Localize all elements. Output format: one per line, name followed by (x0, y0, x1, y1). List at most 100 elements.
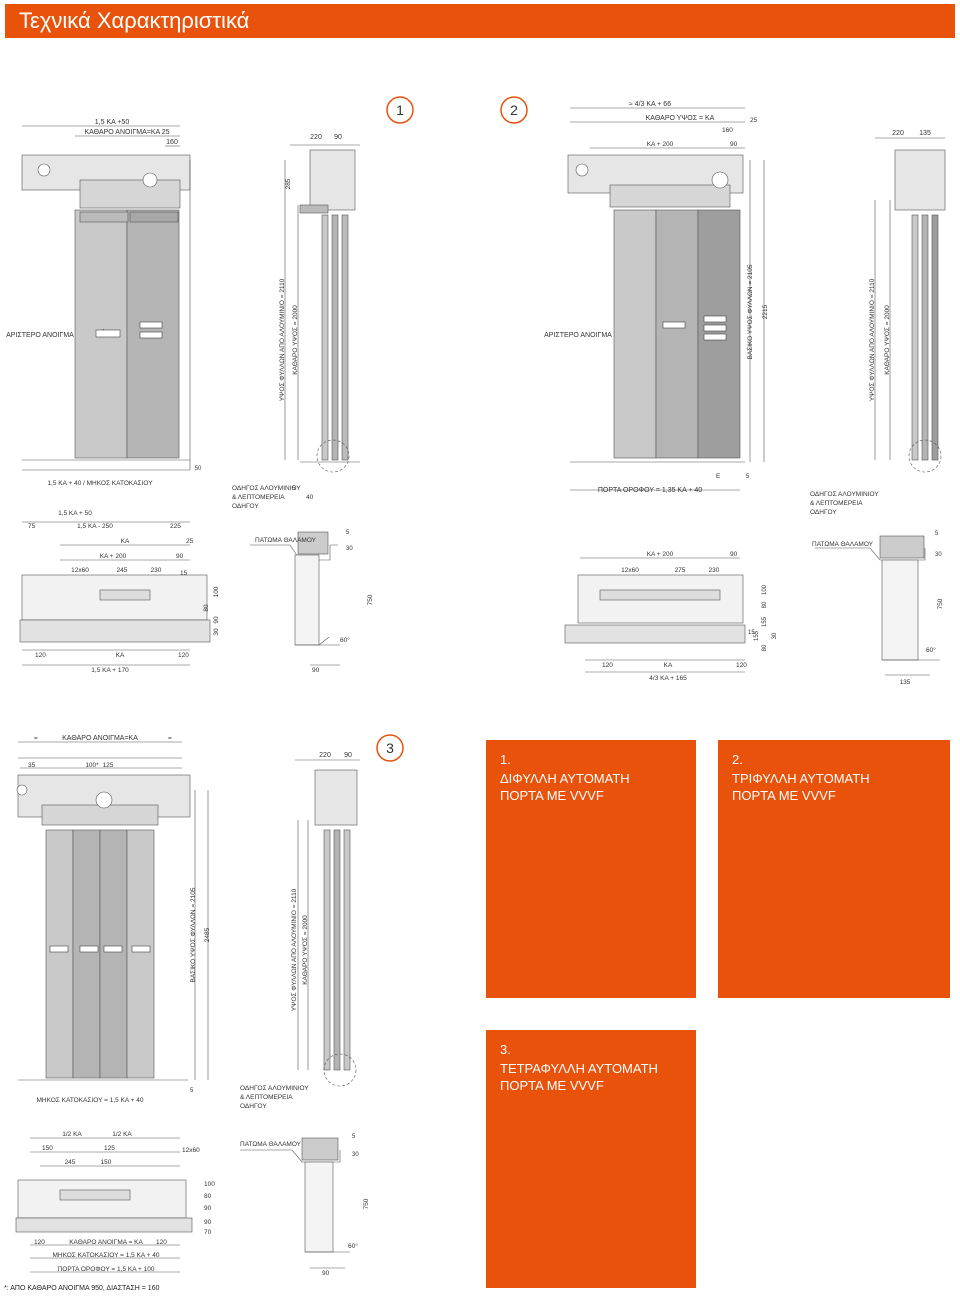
plan-2-side (815, 535, 940, 676)
d3-eq-2: = (168, 735, 172, 742)
card-3-number: 3. (500, 1042, 511, 1057)
d2-side-135: 135 (919, 130, 931, 137)
p3-len: ΜΗΚΟΣ ΚΑΤΟΚΑΣΙΟΥ = 1,5 ΚΑ + 40 (53, 1252, 160, 1259)
d3-side-220: 220 (319, 752, 331, 759)
d1-top-width: 1,5 ΚΑ +50 (95, 119, 130, 126)
p1-d225: 225 (170, 523, 181, 530)
diagram-2-side (874, 137, 946, 473)
p1-floor: ΠΑΤΩΜΑ ΘΑΛΑΜΟΥ (255, 537, 317, 544)
d1-bottom-1: 1,5 ΚΑ + 40 / ΜΗΚΟΣ ΚΑΤΟΚΑΣΙΟΥ (47, 480, 153, 487)
d3-h-clear: ΚΑΘΑΡΟ ΥΨΟΣ = 2000 (302, 915, 309, 985)
d2-clear-h: ΚΑΘΑΡΟ ΥΨΟΣ = ΚΑ (646, 115, 715, 122)
d1-left-label: ΑΡΙΣΤΕΡΟ ΑΝΟΙΓΜΑ (6, 332, 74, 339)
p3-125: 125 (104, 1145, 115, 1152)
d2-h-alu: ΥΨΟΣ ΦΥΛΛΩΝ ΑΠΟ ΑΛΟΥΜΙΝΙΟ = 2110 (869, 278, 876, 401)
p1-d15ka: 1,5 ΚΑ - 250 (77, 523, 113, 530)
p3-floor: ΠΑΤΩΜΑ ΘΑΛΑΜΟΥ (240, 1141, 302, 1148)
card-2-number: 2. (732, 752, 743, 767)
p1-ka: ΚΑ (121, 538, 130, 545)
p3-100: 100 (204, 1181, 215, 1188)
d3-h-alu: ΥΨΟΣ ΦΥΛΛΩΝ ΑΠΟ ΑΛΟΥΜΙΝΙΟ = 2110 (291, 888, 298, 1011)
page-title: Τεχνικά Χαρακτηριστικά (19, 8, 250, 33)
diagram-3-side (295, 759, 360, 1087)
p2-100: 100 (762, 584, 768, 595)
d2-top: ≈ 4/3 ΚΑ + 66 (629, 101, 671, 108)
p1-d5: 5 (346, 530, 350, 536)
d1-h-clear: ΚΑΘΑΡΟ ΥΨΟΣ = 2000 (292, 305, 299, 375)
d1-guide-2: & ΛΕΠΤΟΜΕΡΕΙΑ (232, 494, 285, 501)
p2-ka200: ΚΑ + 200 (647, 551, 674, 558)
d1-side-90: 90 (334, 134, 342, 141)
p2-120: 120 (602, 662, 613, 669)
d1-dim-285: 285 (285, 178, 292, 189)
p3-70: 70 (204, 1229, 212, 1236)
d1-guide-3: ΟΔΗΓΟΥ (232, 503, 259, 510)
d1-opening: ΚΑΘΑΡΟ ΑΝΟΙΓΜΑ=ΚΑ 25 (84, 129, 169, 136)
p1-d90: 90 (176, 553, 184, 560)
d3-guide: ΟΔΗΓΟΣ ΑΛΟΥΜΙΝΙΟΥ (240, 1085, 309, 1092)
p2-275: 275 (675, 567, 686, 574)
p3-roof: ΠΟΡΤΑ ΟΡΟΦΟΥ = 1,5 ΚΑ + 100 (58, 1266, 155, 1273)
d3-100star: 100* (85, 762, 99, 769)
diagram-1-side (284, 144, 360, 473)
p3-150: 150 (42, 1145, 53, 1152)
d2-ka200: ΚΑ + 200 (647, 141, 674, 148)
d2-left-label: ΑΡΙΣΤΕΡΟ ΑΝΟΙΓΜΑ (544, 332, 612, 339)
p1-d90c: 90 (312, 667, 320, 674)
d2-e: E (716, 473, 721, 480)
p1-245: 245 (117, 567, 128, 574)
d1-h-alu: ΥΨΟΣ ΦΥΛΛΩΝ ΑΠΟ ΑΛΟΥΜΙΝΙΟ = 2110 (279, 278, 286, 401)
plan-2 (564, 557, 746, 673)
p3-120: 120 (34, 1239, 45, 1246)
badge-1: 1 (386, 96, 414, 124)
p2-15: 15 (748, 630, 755, 636)
p2-d90: 90 (730, 551, 738, 558)
p1-bottom: 1,5 ΚΑ + 170 (91, 667, 129, 674)
d2-side-220: 220 (892, 130, 904, 137)
p3-80: 80 (204, 1193, 212, 1200)
p3-90: 90 (204, 1205, 212, 1212)
p1-90: 90 (213, 616, 220, 624)
d3-h-base: ΒΑΣΙΚΟ ΥΨΟΣ ΦΥΛΛΩΝ = 2105 (190, 887, 197, 982)
diagram-2-front (567, 107, 765, 491)
p1-120: 120 (35, 652, 46, 659)
p2-155: 155 (762, 616, 768, 627)
d1-side-220: 220 (310, 134, 322, 141)
d1-g40: 40 (306, 494, 314, 501)
p1-ka200: ΚΑ + 200 (100, 553, 127, 560)
p2-80: 80 (762, 601, 768, 608)
d2-d25: 25 (750, 117, 758, 124)
card-three-leaf: 2. ΤΡΙΦΥΛΛΗ ΑΥΤΟΜΑΤΗ ΠΟΡΤΑ ΜΕ VVVF (718, 740, 950, 998)
p1-15: 15 (180, 570, 188, 577)
d2-guide-3: ΟΔΗΓΟΥ (810, 509, 837, 516)
card-3-title: ΤΕΤΡΑΦΥΛΛΗ ΑΥΤΟΜΑΤΗ ΠΟΡΤΑ ΜΕ VVVF (500, 1061, 658, 1093)
card-two-leaf: 1. ΔΙΦΥΛΛΗ ΑΥΤΟΜΑΤΗ ΠΟΡΤΑ ΜΕ VVVF (486, 740, 696, 998)
p2-bottom: 4/3 ΚΑ + 165 (649, 675, 687, 682)
badge-3: 3 (376, 734, 404, 762)
d3-opening: ΚΑΘΑΡΟ ΑΝΟΙΓΜΑ=ΚΑ (62, 735, 138, 742)
p2-60deg: 60° (926, 646, 936, 654)
footnote: *: ΑΠΟ ΚΑΘΑΡΟ ΑΝΟΙΓΜΑ 950, ΔΙΑΣΤΑΣΗ = 16… (4, 1285, 160, 1292)
p3-d30: 30 (352, 1152, 359, 1158)
p3-150b: 150 (101, 1159, 112, 1166)
d3-bottom: ΜΗΚΟΣ ΚΑΤΟΚΑΣΙΟΥ = 1,5 ΚΑ + 40 (37, 1097, 144, 1104)
d3-guide-3: ΟΔΗΓΟΥ (240, 1103, 267, 1110)
p3-half-1: 1/2 ΚΑ (62, 1131, 82, 1138)
p2-floor: ΠΑΤΩΜΑ ΘΑΛΑΜΟΥ (812, 541, 874, 548)
card-1-title: ΔΙΦΥΛΛΗ ΑΥΤΟΜΑΤΗ ΠΟΡΤΑ ΜΕ VVVF (500, 771, 630, 803)
card-1-number: 1. (500, 752, 511, 767)
plan-1 (19, 521, 211, 666)
p3-open: ΚΑΘΑΡΟ ΑΝΟΙΓΜΑ = ΚΑ (69, 1239, 143, 1246)
plan-3-side (240, 1137, 350, 1269)
d2-guide-2: & ΛΕΠΤΟΜΕΡΕΙΑ (810, 500, 863, 507)
title-bar: Τεχνικά Χαρακτηριστικά (5, 4, 955, 38)
p2-d5: 5 (935, 531, 939, 537)
p3-60deg: 60° (348, 1242, 358, 1250)
p1-750: 750 (367, 594, 374, 605)
d1-dim-160: 160 (166, 139, 178, 146)
p1-d25: 25 (186, 538, 194, 545)
p1-80: 80 (203, 604, 210, 612)
p2-155b: 155 (754, 630, 760, 641)
p1-12x60: 12x60 (71, 567, 89, 574)
